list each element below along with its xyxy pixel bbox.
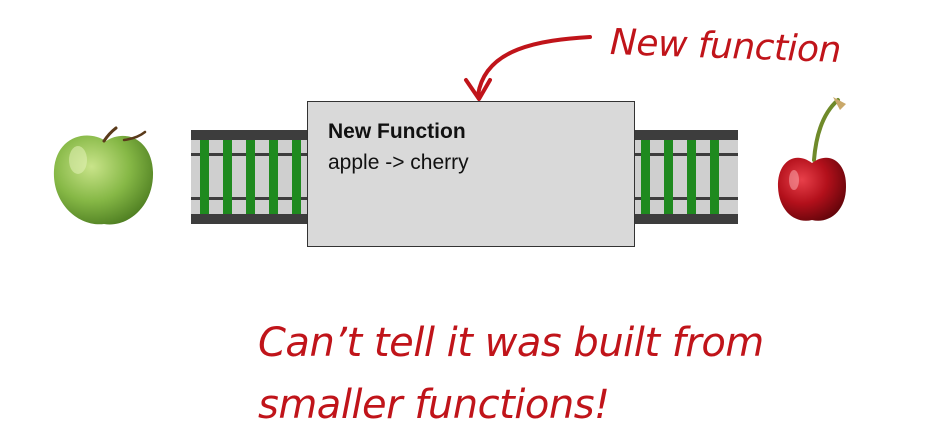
output-track (631, 130, 738, 224)
caption-line-1: Can’t tell it was built from (258, 320, 764, 366)
cherry-icon (777, 97, 847, 221)
caption-line-2: smaller functions! (258, 382, 610, 428)
callout-label: New function (609, 22, 842, 72)
apple-icon (53, 126, 154, 225)
callout-arrow (464, 35, 592, 101)
function-title: New Function (328, 120, 466, 143)
function-box: New Function apple -> cherry (307, 101, 635, 247)
function-signature: apple -> cherry (328, 151, 469, 174)
input-track (191, 130, 311, 224)
